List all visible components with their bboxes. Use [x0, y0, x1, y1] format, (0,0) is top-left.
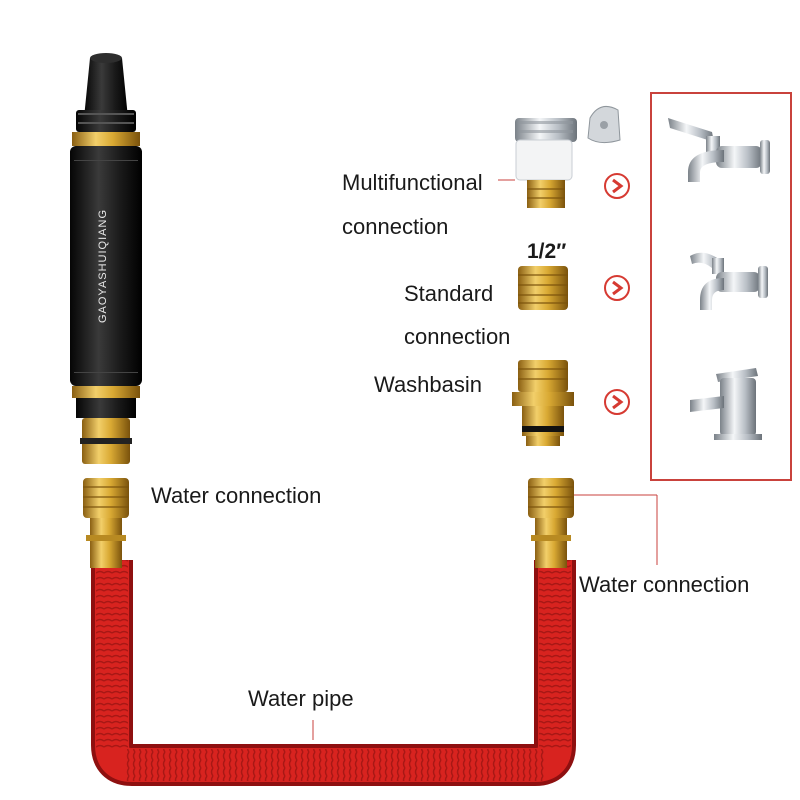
water-connection-left-label: Water connection — [151, 483, 322, 508]
standard-label: Standard — [404, 281, 494, 306]
arrow-right-icon — [604, 173, 630, 199]
nozzle-brand-text: GAOYASHUIQIANG — [97, 209, 109, 323]
standard-connector — [518, 266, 568, 310]
washbasin-label: Washbasin — [374, 372, 483, 397]
washbasin-connector — [512, 360, 574, 446]
faucet-icon — [690, 252, 768, 310]
basin-faucet-icon — [690, 368, 762, 440]
multifunctional-label-line2: connection — [342, 214, 449, 239]
right-hose-fitting — [528, 478, 574, 568]
size-label: 1/2″ — [527, 240, 567, 263]
arrow-right-icon — [604, 389, 630, 415]
water-pipe-hose — [91, 560, 576, 786]
faucet-icon — [668, 118, 770, 182]
water-pipe-label: Water pipe — [248, 686, 354, 711]
multifunctional-connector — [515, 105, 621, 208]
faucet-frame — [650, 92, 792, 481]
arrow-right-icon — [604, 275, 630, 301]
standard-label-line2: connection — [404, 324, 511, 349]
left-hose-fitting — [83, 478, 129, 568]
spray-nozzle: GAOYASHUIQIANG — [70, 53, 142, 464]
multifunctional-label: Multifunctional — [342, 170, 483, 195]
water-connection-right-label: Water connection — [579, 572, 750, 597]
